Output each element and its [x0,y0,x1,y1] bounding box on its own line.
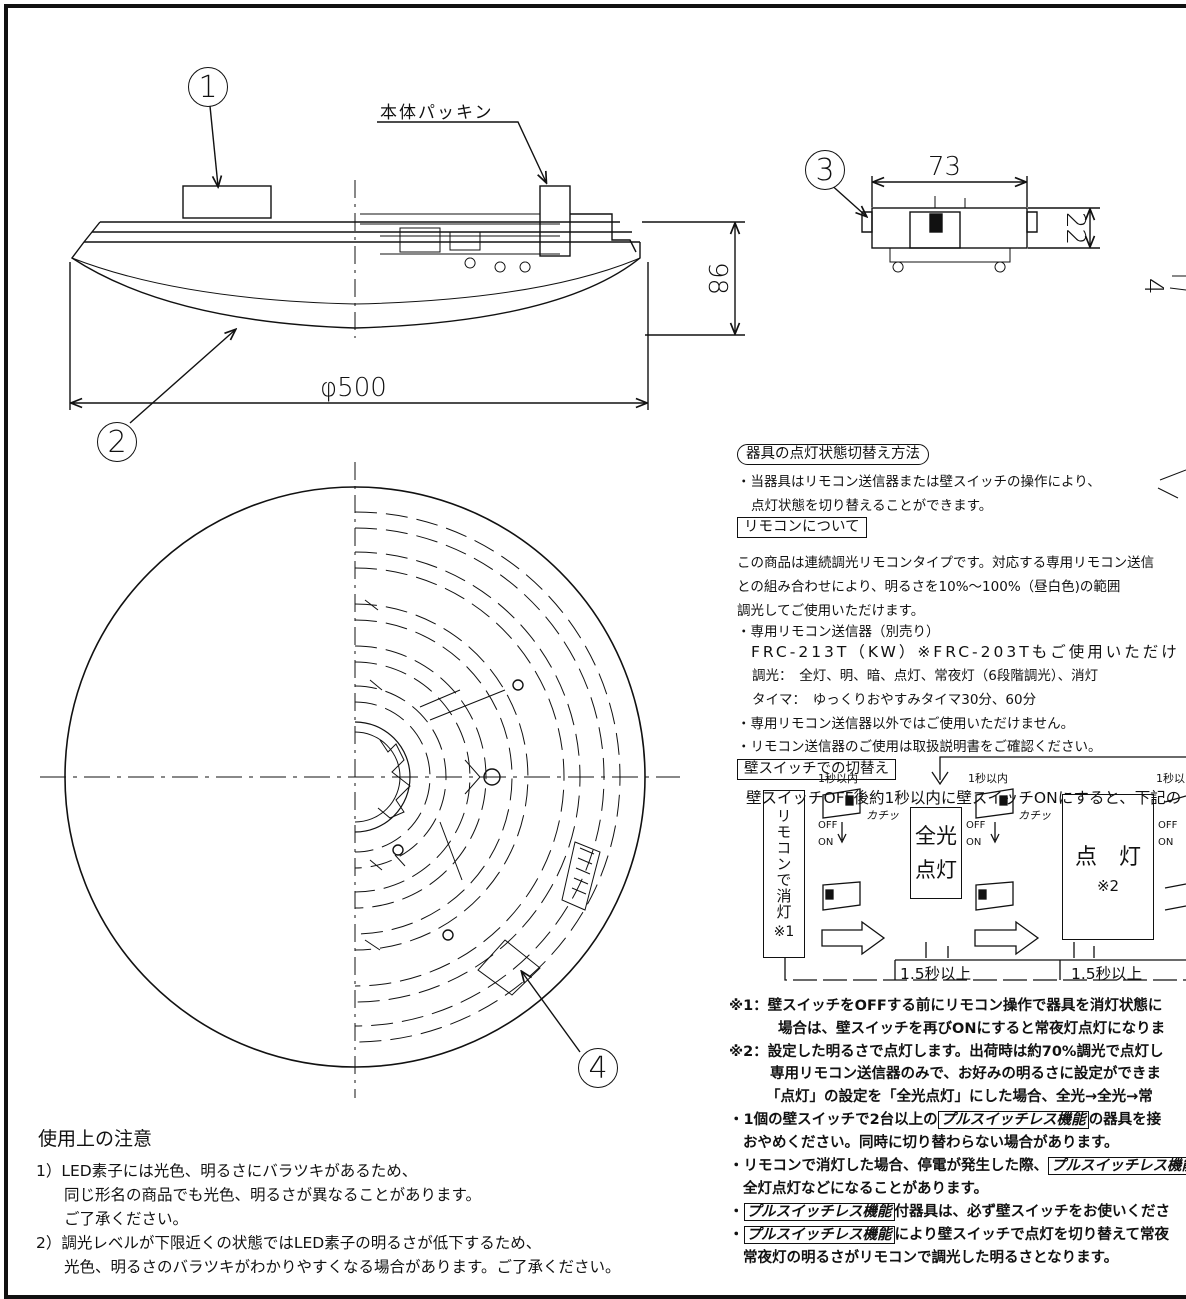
wall-line-1: 壁スイッチOFF後約1秒以内に壁スイッチONにすると、下記の [746,789,1182,807]
fixture-bottom-view [40,462,680,1098]
bullet-1-pre: ・1個の壁スイッチで2台以上の [729,1112,938,1128]
remote-line-3: 調光してご使用いただけます。 [737,603,925,619]
flow-click-b: カチッ [1018,809,1051,822]
flow-box-remote-off: リモコンで消灯 ※1 [763,790,805,958]
footnote-2c: 「点灯」の設定を「全光点灯」にした場合、全光→全光→常 [766,1089,1153,1105]
flow-within-1s-c: 1秒以内 [1156,772,1186,785]
switch-icons [821,788,1186,956]
callout-3: 3 [805,150,845,190]
remote-line-2: との組み合わせにより、明るさを10%～100%（昼白色)の範囲 [737,579,1121,595]
footnote-1b: 場合は、壁スイッチを再びONにすると常夜灯点灯になりま [778,1021,1166,1037]
bullet-1b: おやめください。同時に切り替わらない場合があります。 [743,1135,1119,1151]
flow-on-label-b: ON [966,837,982,848]
remote-line-8: ・専用リモコン送信器以外ではご使用いただけません。 [737,716,1075,732]
bullet-2b: 全灯点灯などになることがあります。 [743,1181,989,1197]
switching-intro-2: 点灯状態を切り替えることができます。 [751,498,993,514]
callout-1: 1 [188,67,228,107]
adapter-width-dimension: 73 [928,152,962,182]
remote-heading: リモコンについて [737,517,867,538]
adapter-view [827,176,1186,499]
switching-intro-1: ・当器具はリモコン送信器または壁スイッチの操作により、 [737,474,1101,490]
footnote-2a: ※2：設定した明るさで点灯します。出荷時は約70%調光で点灯し [729,1044,1164,1060]
bullet-3-post: 付器具は、必ず壁スイッチをお使いくださ [894,1204,1171,1220]
flow-box-full-on-2: 点灯 [915,858,957,882]
adapter-height-dimension: 22 [1060,212,1090,246]
remote-timer: タイマ： ゆっくりおやすみタイマ30分、60分 [752,692,1037,708]
pull-switch-badge-4: プルスイッチレス機能 [743,1226,895,1244]
pull-switch-badge-3: プルスイッチレス機能 [743,1203,895,1221]
caution-1a: 1）LED素子には光色、明るさにバラツキがあるため、 [36,1162,418,1180]
flow-note-1: ※1 [773,924,795,940]
remote-model: FRC-213T（KW）※FRC-203Tもご使用いただけ [751,643,1180,661]
remote-line-1: この商品は連続調光リモコンタイプです。対応する専用リモコン送信 [737,555,1155,571]
flow-off-label-b: OFF [966,820,986,831]
caution-1c: ご了承ください。 [64,1210,189,1228]
bullet-1: ・1個の壁スイッチで2台以上のプルスイッチレス機能の器具を接 [729,1108,1161,1129]
height-dimension: 98 [702,262,732,296]
bullet-4-post: により壁スイッチで点灯を切り替えて常夜 [894,1227,1169,1243]
cautions-title: 使用上の注意 [38,1128,153,1150]
pull-switch-badge-2: プルスイッチレス機能 [1048,1157,1186,1175]
flow-min-1-5s-b: 1.5秒以上 [1071,965,1143,983]
fixture-side-view [69,105,745,424]
pull-switch-badge-1: プルスイッチレス機能 [937,1111,1089,1129]
footnote-1a: ※1：壁スイッチをOFFする前にリモコン操作で器具を消灯状態に [729,998,1163,1014]
flow-box-on-label: 点 灯 [1074,845,1141,870]
diameter-dimension: φ500 [320,373,387,403]
footnote-2b: 専用リモコン送信器のみで、お好みの明るさに設定ができま [770,1066,1161,1082]
wall-heading: 壁スイッチでの切替え [737,759,896,780]
bullet-4b: 常夜灯の明るさがリモコンで調光した明るさとなります。 [743,1250,1119,1266]
flow-lines [784,756,1186,981]
bullet-3: ・プルスイッチレス機能付器具は、必ず壁スイッチをお使いくださ [729,1203,1171,1221]
bullet-1-post: の器具を接 [1088,1112,1162,1128]
caution-1b: 同じ形名の商品でも光色、明るさが異なることがあります。 [64,1186,481,1204]
flow-within-1s-a: 1秒以内 [818,772,858,785]
flow-box-full-on: 全光 点灯 [910,807,962,899]
flow-box-full-on-1: 全光 [915,824,957,848]
caution-2b: 光色、明るさのバラツキがわかりやすくなる場合があります。ご了承ください。 [64,1258,621,1276]
body-packing-label: 本体パッキン [380,103,494,123]
switching-title: 器具の点灯状態切替え方法 [737,444,929,465]
bullet-2: ・リモコンで消灯した場合、停電が発生した際、プルスイッチレス機能 [729,1154,1186,1175]
remote-line-4: ・専用リモコン送信器（別売り） [737,624,940,640]
bullet-2-pre: ・リモコンで消灯した場合、停電が発生した際、 [729,1158,1048,1174]
flow-box-remote-off-label: リモコンで消灯 [774,808,793,920]
flow-off-label-a: OFF [818,820,838,831]
flow-on-label-a: ON [818,837,834,848]
bullet-4: ・プルスイッチレス機能により壁スイッチで点灯を切り替えて常夜 [729,1226,1169,1244]
flow-min-1-5s-a: 1.5秒以上 [900,965,972,983]
partial-dimension: 4 [1138,278,1168,295]
callout-2: 2 [97,422,137,462]
flow-off-label-c: OFF [1158,820,1178,831]
flow-box-on: 点 灯 ※2 [1062,794,1154,940]
remote-dimming: 調光： 全灯、明、暗、点灯、常夜灯（6段階調光）、消灯 [752,668,1099,684]
flow-note-2: ※2 [1096,877,1120,895]
drawing-frame [4,4,1186,1299]
flow-within-1s-b: 1秒以内 [968,772,1008,785]
flow-click-a: カチッ [866,809,899,822]
flow-on-label-c: ON [1158,837,1174,848]
callout-4: 4 [578,1048,618,1088]
remote-line-9: ・リモコン送信器のご使用は取扱説明書をご確認ください。 [737,739,1102,755]
caution-2a: 2）調光レベルが下限近くの状態ではLED素子の明るさが低下するため、 [36,1234,542,1252]
